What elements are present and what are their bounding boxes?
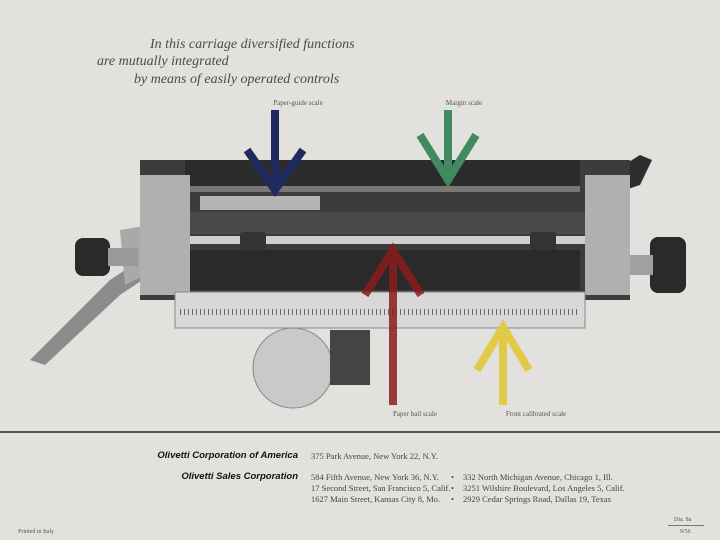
headline-line-1: In this carriage diversified functions [150, 37, 355, 52]
paper-guide [200, 196, 320, 210]
paper-guide-arrow [243, 110, 307, 197]
diagram-number: Dia. 8a [674, 517, 692, 523]
address: 584 Fifth Avenue, New York 36, N.Y. [311, 472, 439, 482]
bail-roller-left [240, 232, 266, 250]
carriage-wheel [252, 327, 334, 409]
print-code: 9/56 [680, 529, 691, 535]
code-divider [668, 525, 704, 526]
right-platen-knob [650, 237, 686, 293]
corp2-addresses-col2: 332 North Michigan Avenue, Chicago 1, Il… [463, 472, 625, 505]
address: 1627 Main Street, Kansas City 8, Mo. [311, 494, 441, 504]
typewriter-carriage-illustration [30, 110, 686, 409]
divider [0, 431, 720, 433]
left-end-plate [140, 175, 190, 295]
margin-arrow [416, 110, 480, 188]
bullets: • • • [451, 472, 454, 505]
corp1-address: 375 Park Avenue, New York 22, N.Y. [311, 451, 438, 461]
platen [185, 212, 585, 234]
bullet: • [451, 494, 454, 504]
address: 3251 Wilshire Boulevard, Los Angeles 5, … [463, 483, 625, 493]
left-knob-shaft [108, 248, 138, 266]
bullet: • [451, 483, 454, 493]
paper-table [185, 160, 580, 190]
paper-bail [185, 236, 585, 244]
label-paper-guide-scale: Paper-guide scale [273, 99, 323, 107]
carriage-return-lever [30, 260, 150, 365]
headline-line-3: by means of easily operated controls [134, 72, 340, 87]
corp2-addresses-col1: 584 Fifth Avenue, New York 36, N.Y. 17 S… [311, 472, 451, 505]
left-platen-knob [75, 238, 110, 276]
right-knob-shaft [625, 255, 653, 275]
drive-mechanism [330, 330, 370, 385]
right-end-plate [585, 175, 630, 295]
label-paper-bail-scale: Paper bail scale [393, 410, 437, 418]
corp1-name: Olivetti Corporation of America [157, 450, 298, 461]
paper-bail-arrow [361, 242, 425, 405]
corp2-name: Olivetti Sales Corporation [181, 471, 298, 482]
address: 2929 Cedar Springs Road, Dallas 19, Texa… [463, 494, 611, 504]
headline-line-2: are mutually integrated [97, 54, 229, 69]
bail-roller-right [530, 232, 556, 250]
label-front-calibrated-scale: Front calibrated scale [505, 410, 567, 418]
front-calibrated-arrow [473, 319, 533, 405]
bullet: • [451, 472, 454, 482]
margin-rack [185, 186, 580, 192]
address: 17 Second Street, San Francisco 5, Calif… [311, 483, 451, 493]
address: 332 North Michigan Avenue, Chicago 1, Il… [463, 472, 613, 482]
label-margin-scale: Margin scale [445, 99, 483, 107]
printed-in-italy: Printed in Italy [18, 529, 54, 535]
